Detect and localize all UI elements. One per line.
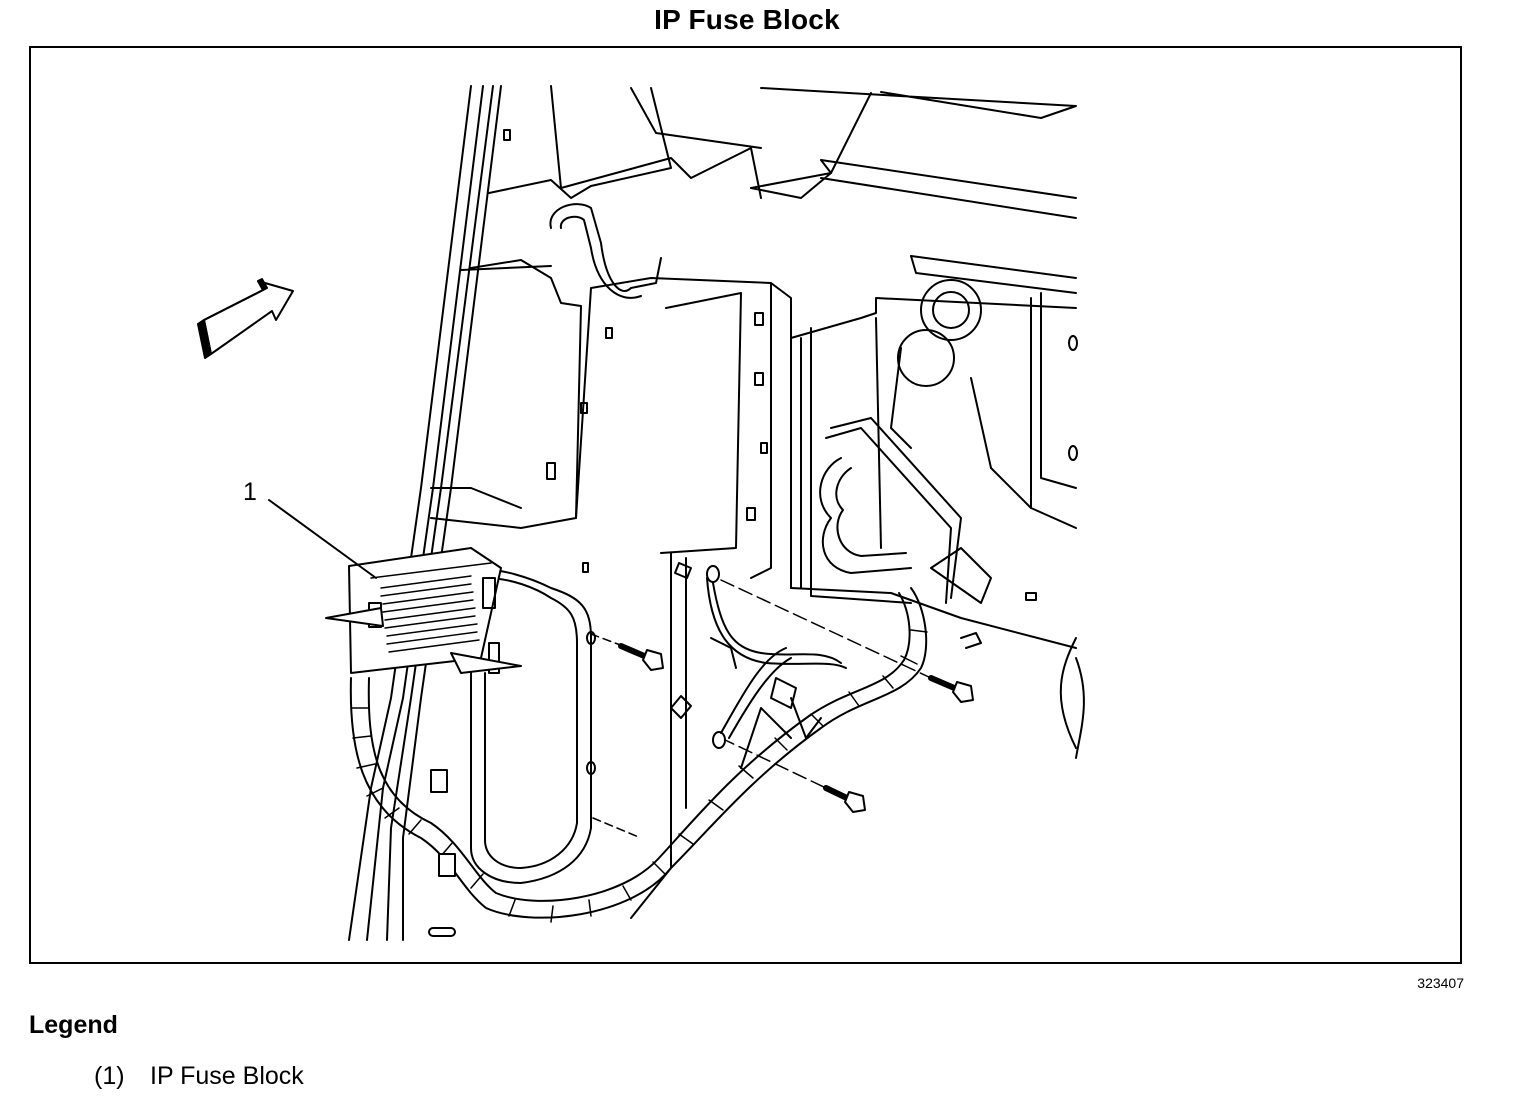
fastener-bolts bbox=[590, 562, 974, 839]
diagram-title: IP Fuse Block bbox=[654, 4, 840, 35]
diagram-frame: 1 bbox=[29, 46, 1462, 964]
bolt-icon bbox=[720, 737, 866, 813]
ip-fuse-block bbox=[325, 547, 522, 674]
harness-clips bbox=[428, 769, 456, 937]
legend-item-number: (1) bbox=[94, 1062, 125, 1090]
mounting-bracket bbox=[430, 129, 662, 529]
bolt-icon bbox=[720, 579, 974, 703]
dash-upper-structure bbox=[488, 87, 1077, 294]
figure-id: 323407 bbox=[1417, 975, 1464, 991]
bolt-icon bbox=[590, 633, 664, 671]
legend-item-label: IP Fuse Block bbox=[150, 1062, 304, 1090]
diagram-illustration: 1 bbox=[197, 85, 1085, 941]
callout-leader-line bbox=[268, 499, 377, 579]
direction-arrow-icon bbox=[197, 278, 294, 359]
kick-panel bbox=[582, 552, 1085, 919]
legend-item: (1) IP Fuse Block bbox=[94, 1062, 304, 1091]
console-assembly bbox=[790, 279, 1078, 649]
legend-heading: Legend bbox=[29, 1011, 118, 1039]
center-panel bbox=[575, 277, 792, 589]
a-pillar bbox=[348, 85, 562, 941]
callout-label: 1 bbox=[243, 478, 257, 506]
